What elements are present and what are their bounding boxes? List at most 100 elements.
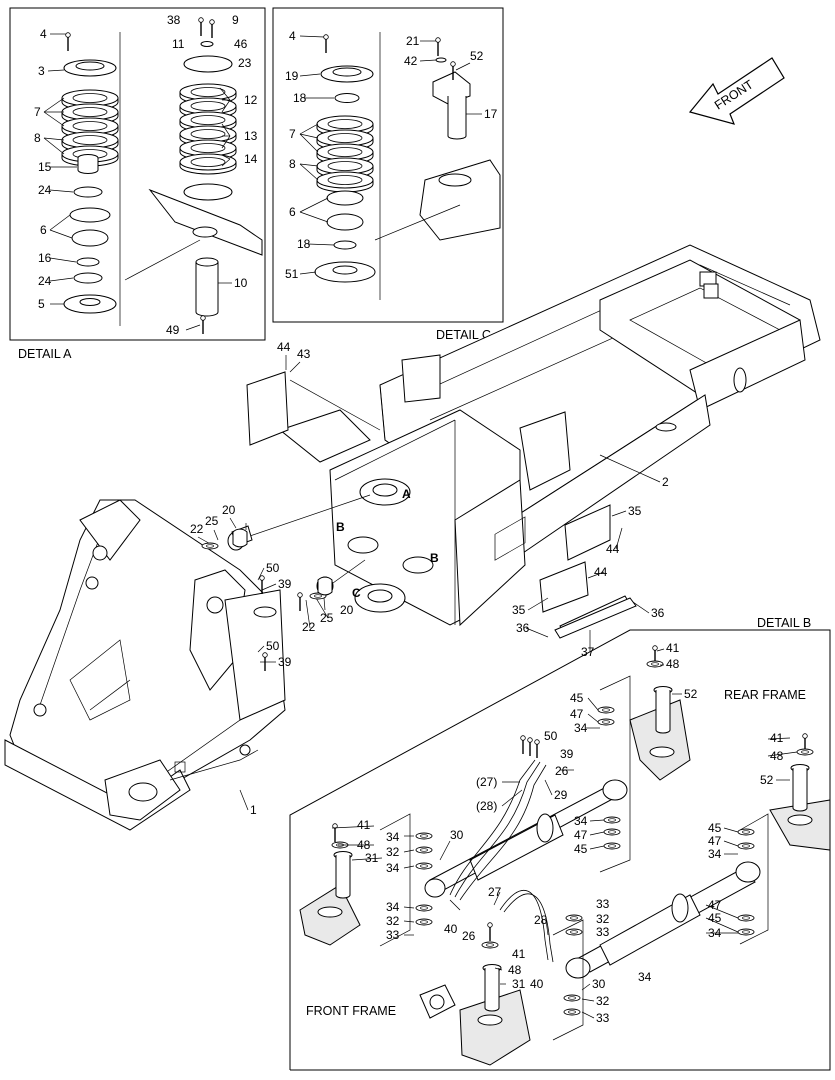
svg-text:20: 20: [340, 603, 354, 617]
svg-text:47: 47: [570, 707, 584, 721]
svg-text:C: C: [352, 586, 361, 600]
svg-text:36: 36: [516, 621, 530, 635]
svg-text:32: 32: [386, 845, 400, 859]
svg-text:7: 7: [289, 127, 296, 141]
svg-text:26: 26: [462, 929, 476, 943]
front-frame-drawing: [4, 499, 286, 831]
svg-text:35: 35: [512, 603, 526, 617]
svg-text:37: 37: [581, 645, 595, 659]
svg-text:25: 25: [205, 514, 219, 528]
detail-b-drawing: [299, 645, 831, 1066]
svg-text:10: 10: [234, 276, 248, 290]
svg-text:6: 6: [289, 205, 296, 219]
svg-text:41: 41: [770, 731, 784, 745]
svg-text:7: 7: [34, 105, 41, 119]
front-frame-caption: FRONT FRAME: [306, 1004, 396, 1018]
svg-text:(27): (27): [476, 775, 497, 789]
svg-text:8: 8: [34, 131, 41, 145]
svg-text:26: 26: [555, 764, 569, 778]
svg-text:29: 29: [554, 788, 568, 802]
svg-text:49: 49: [166, 323, 180, 337]
svg-text:B: B: [430, 551, 439, 565]
svg-text:34: 34: [386, 861, 400, 875]
svg-text:39: 39: [278, 655, 292, 669]
svg-text:34: 34: [638, 970, 652, 984]
svg-text:5: 5: [38, 297, 45, 311]
svg-text:34: 34: [386, 900, 400, 914]
svg-text:48: 48: [508, 963, 522, 977]
svg-text:9: 9: [232, 13, 239, 27]
svg-text:41: 41: [666, 641, 680, 655]
svg-text:41: 41: [357, 818, 371, 832]
svg-text:3: 3: [38, 64, 45, 78]
svg-text:34: 34: [574, 814, 588, 828]
svg-text:45: 45: [708, 911, 722, 925]
svg-text:35: 35: [628, 504, 642, 518]
detail-c-caption: DETAIL C: [436, 328, 491, 342]
svg-text:17: 17: [484, 107, 498, 121]
svg-text:32: 32: [596, 912, 610, 926]
svg-text:2: 2: [662, 475, 669, 489]
svg-text:B: B: [336, 520, 345, 534]
svg-text:39: 39: [560, 747, 574, 761]
svg-text:44: 44: [277, 340, 291, 354]
svg-text:4: 4: [289, 29, 296, 43]
detail-c-callouts: 4 19 18 7 8 6 18 51 21 52 42 17: [285, 29, 498, 281]
detail-a-caption: DETAIL A: [18, 347, 72, 361]
svg-text:47: 47: [574, 828, 588, 842]
svg-text:48: 48: [770, 749, 784, 763]
svg-text:42: 42: [404, 54, 418, 68]
svg-text:30: 30: [450, 828, 464, 842]
svg-text:32: 32: [386, 914, 400, 928]
front-arrow-icon: FRONT: [688, 57, 785, 125]
main-callouts: 44 43 2 A 20 22 25 B B C 20 22 25 50 39 …: [190, 340, 669, 817]
svg-text:36: 36: [651, 606, 665, 620]
svg-text:52: 52: [684, 687, 698, 701]
svg-text:47: 47: [708, 898, 722, 912]
svg-text:44: 44: [594, 565, 608, 579]
svg-text:24: 24: [38, 183, 52, 197]
svg-text:11: 11: [172, 37, 185, 51]
svg-text:34: 34: [386, 830, 400, 844]
svg-text:25: 25: [320, 611, 334, 625]
svg-text:22: 22: [302, 620, 316, 634]
svg-text:(28): (28): [476, 799, 497, 813]
detail-c-drawing: [314, 32, 501, 300]
rear-frame-drawing: [227, 244, 821, 636]
svg-text:41: 41: [512, 947, 526, 961]
svg-text:33: 33: [596, 925, 610, 939]
svg-text:4: 4: [40, 27, 47, 41]
svg-text:A: A: [402, 487, 411, 501]
svg-text:50: 50: [544, 729, 558, 743]
svg-text:23: 23: [238, 56, 252, 70]
svg-text:40: 40: [530, 977, 544, 991]
svg-text:18: 18: [293, 91, 307, 105]
detail-c-frame: [272, 7, 504, 323]
svg-text:20: 20: [222, 503, 236, 517]
svg-text:14: 14: [244, 152, 258, 166]
svg-text:50: 50: [266, 561, 280, 575]
detail-a-frame: [9, 7, 266, 341]
svg-text:33: 33: [596, 897, 610, 911]
detail-a-callouts: 4 3 7 8 15 24 6 16 24 5 38 9 11 46 23 12…: [34, 13, 258, 337]
svg-text:33: 33: [596, 1011, 610, 1025]
svg-text:46: 46: [234, 37, 248, 51]
detail-a-drawing: [61, 17, 263, 335]
svg-text:45: 45: [708, 821, 722, 835]
svg-text:52: 52: [470, 49, 484, 63]
svg-text:22: 22: [190, 522, 204, 536]
svg-text:15: 15: [38, 160, 52, 174]
svg-text:18: 18: [297, 237, 311, 251]
svg-text:12: 12: [244, 93, 258, 107]
svg-text:8: 8: [289, 157, 296, 171]
svg-text:19: 19: [285, 69, 299, 83]
svg-text:39: 39: [278, 577, 292, 591]
svg-text:31: 31: [512, 977, 526, 991]
svg-text:50: 50: [266, 639, 280, 653]
svg-text:28: 28: [534, 913, 548, 927]
svg-text:34: 34: [708, 847, 722, 861]
svg-text:38: 38: [167, 13, 181, 27]
svg-text:34: 34: [574, 721, 588, 735]
svg-text:45: 45: [570, 691, 584, 705]
